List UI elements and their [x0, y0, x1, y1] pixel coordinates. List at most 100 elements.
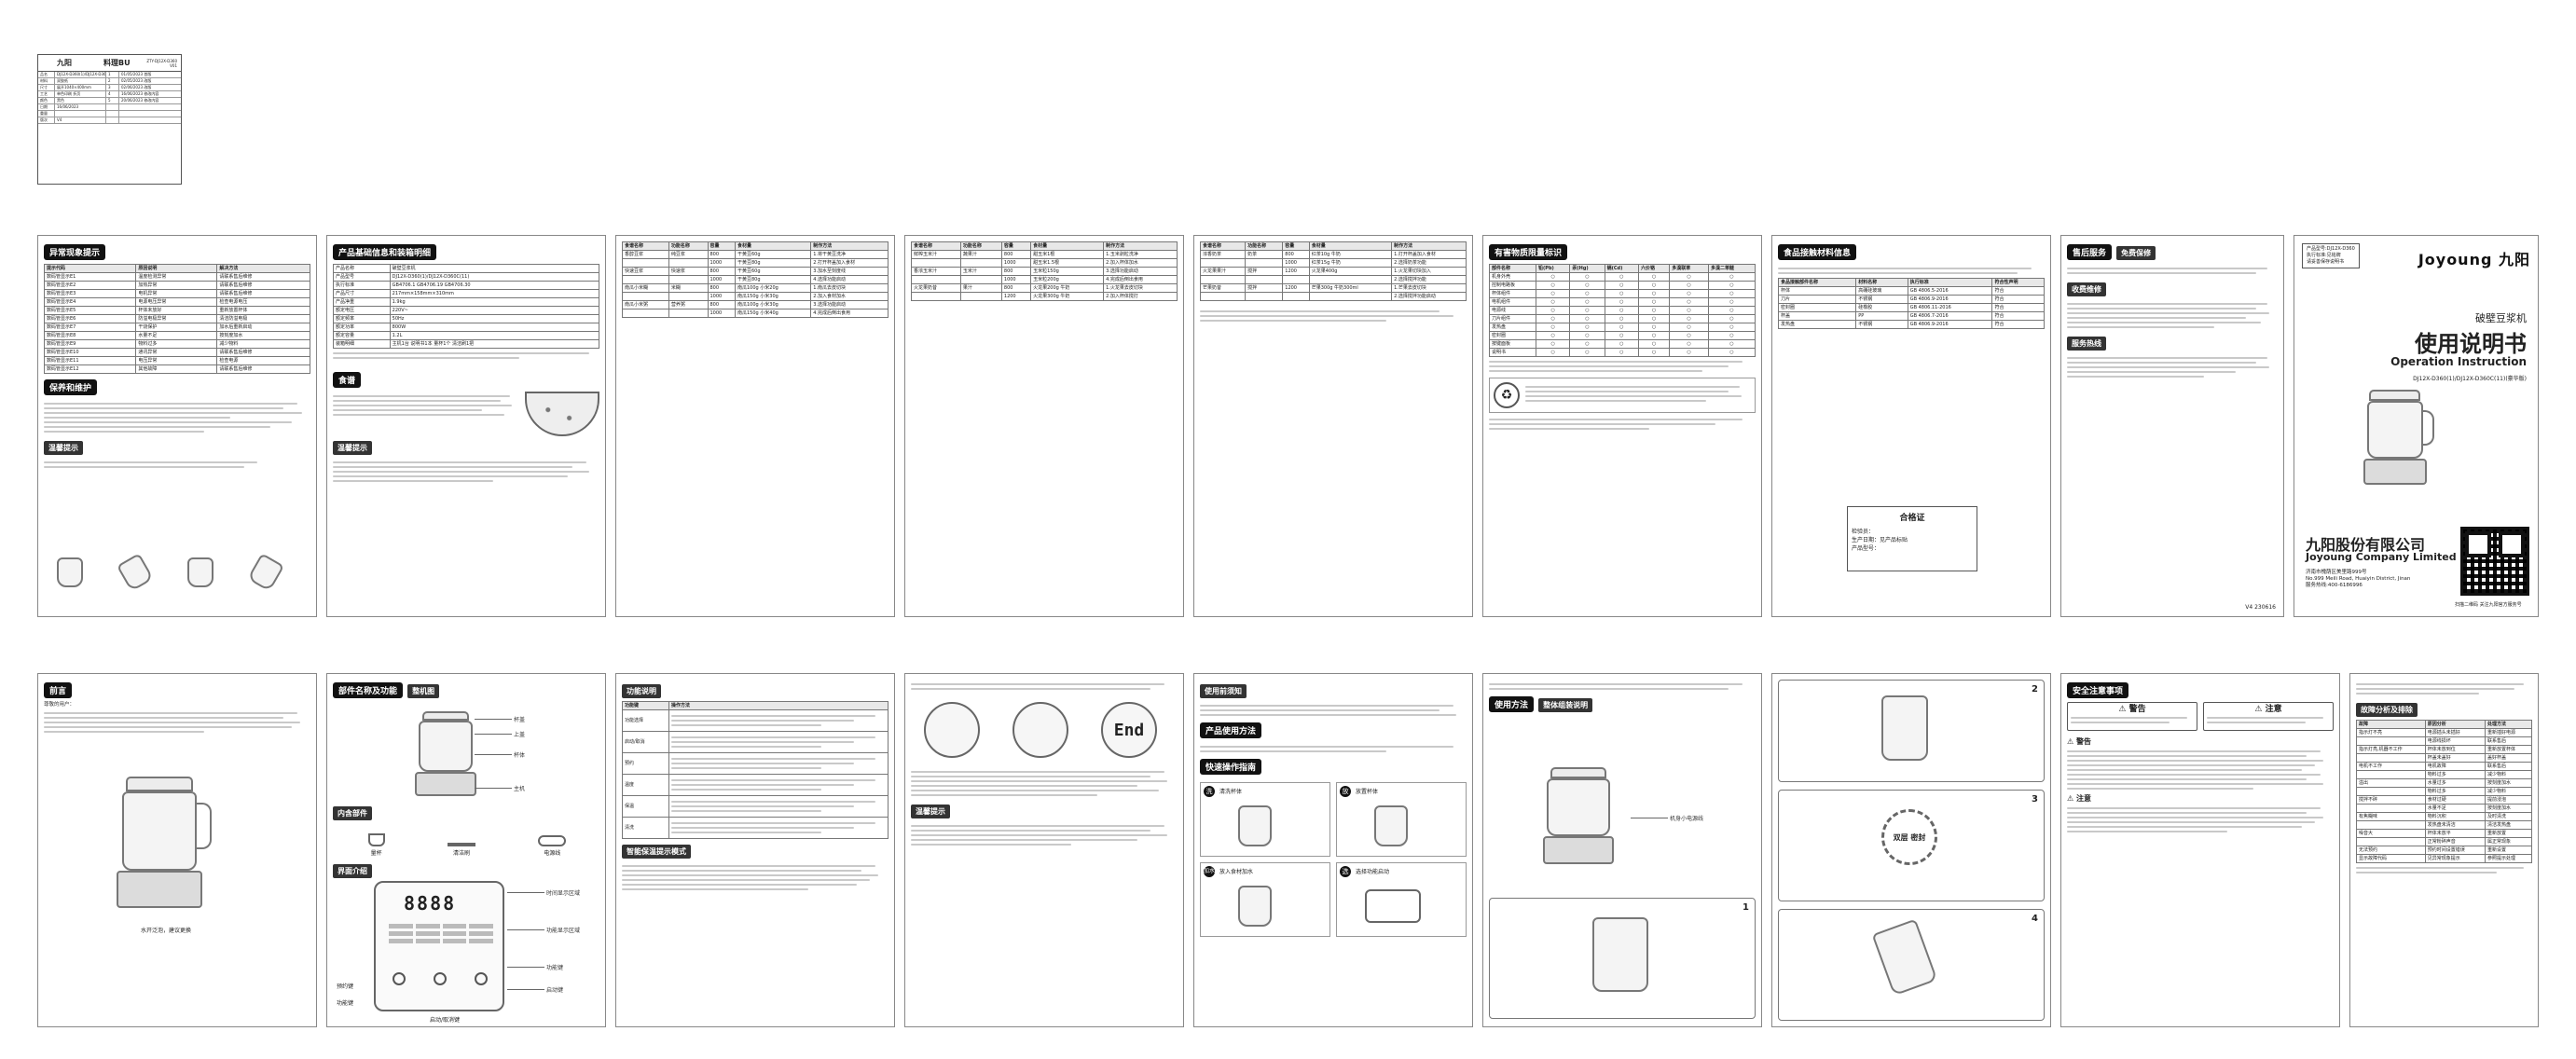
- schedule-button[interactable]: [393, 972, 406, 985]
- table-cell: [1199, 258, 1247, 268]
- table-cell: 果汁: [959, 283, 1002, 293]
- table-cell: 清洁防溢电极: [216, 314, 310, 323]
- table-cell: 电源电压异常: [135, 297, 218, 307]
- function-table-body: 功能选择启动/取消预约温度保温清洗: [622, 709, 889, 839]
- table-cell: 无法预约: [2356, 846, 2426, 855]
- table-cell: [1245, 258, 1284, 268]
- row-key: 材料: [38, 78, 55, 84]
- table-cell: 1.9kg: [389, 297, 600, 307]
- table-row: 产品名称破壁豆浆机: [333, 264, 600, 273]
- table-cell: GB 4806.7-2016: [1907, 311, 1993, 321]
- table-header: 镉(Cd): [1604, 264, 1639, 273]
- row-value: V4: [55, 117, 106, 123]
- table-cell: 物料过多: [2424, 770, 2486, 779]
- table-cell: 溢出: [2356, 778, 2426, 788]
- table-cell: 数码管显示E11: [43, 356, 137, 365]
- table-cell: 加水后重新启动: [216, 323, 310, 332]
- start-cancel-button[interactable]: [475, 972, 488, 985]
- step-box: 2: [1778, 680, 2045, 782]
- table-cell: 电机不工作: [2356, 762, 2426, 771]
- table-cell: 高硼硅玻璃: [1855, 286, 1908, 296]
- accessory-label: 量杯: [370, 850, 382, 857]
- table-cell: 破壁豆浆机: [389, 264, 600, 273]
- step-circle: [924, 702, 980, 758]
- row-rev: [106, 117, 119, 123]
- table-cell: 符合: [1991, 286, 2045, 296]
- text-lines: [1489, 683, 1756, 690]
- table-cell: ○: [1637, 289, 1671, 298]
- end-display-circle: End: [1101, 702, 1157, 758]
- table-row: 无法预约预约时间设置错误重新设置: [2356, 846, 2533, 855]
- table-header: 制作方法: [1103, 241, 1178, 251]
- end-display: End: [1113, 720, 1145, 740]
- panel-troubleshooting: 故障分析及排除 故障 原因分析 处理方法 指示灯不亮电源插头未插好重新插好电源电…: [2349, 673, 2539, 1027]
- text-lines: [2071, 717, 2194, 723]
- table-cell: 南瓜150g 小米30g: [734, 292, 812, 301]
- table-cell: 红茶15g 牛奶: [1308, 258, 1393, 268]
- table-cell: 水量过多: [2424, 778, 2486, 788]
- table-cell: 搅拌: [1245, 283, 1284, 293]
- warning-head: ⚠ 警告: [2071, 706, 2194, 714]
- step-badge: 加水: [1204, 866, 1215, 877]
- accessories-row: 量杯 清洁刷 电源线: [337, 825, 598, 857]
- jar-handle: [2421, 410, 2434, 446]
- before-use-text: 温馨提示: [911, 767, 1178, 849]
- table-cell: ○: [1707, 339, 1756, 349]
- jar-illustration: [1871, 918, 1938, 997]
- table-cell: 杯体: [1777, 286, 1857, 296]
- step-label: 放入食材加水: [1219, 869, 1254, 875]
- section-subtitle: 收费维修: [2067, 282, 2106, 296]
- table-cell: 营养粥: [668, 300, 709, 309]
- jar-illustration: [1238, 805, 1272, 846]
- table-cell: 1200: [1282, 267, 1310, 276]
- table-cell: 检查电源电压: [216, 297, 310, 307]
- table-cell: 1.2L: [389, 331, 600, 340]
- table-cell: 数码管显示E9: [43, 339, 137, 349]
- table-cell: [668, 709, 889, 732]
- table-row: 电源线损坏联系售后: [2356, 736, 2533, 746]
- table-cell: ○: [1535, 323, 1571, 332]
- table-cell: 杯体未放平: [2424, 829, 2486, 838]
- table-row: 按键面板○○○○○○: [1489, 339, 1756, 349]
- company-name-cn: 九阳股份有限公司: [2306, 536, 2426, 554]
- table-cell: 杯盖: [1777, 311, 1857, 321]
- function-button[interactable]: [434, 972, 447, 985]
- table-cell: 数码管显示E4: [43, 297, 137, 307]
- part-label: 杯体: [474, 752, 526, 759]
- table-cell: 额定频率: [333, 314, 391, 323]
- row-rev: 2: [106, 78, 119, 84]
- table-row: 密封圈○○○○○○: [1489, 331, 1756, 340]
- table-cell: [1308, 275, 1393, 284]
- table-cell: 220V~: [389, 306, 600, 315]
- table-cell: 见异常现象提示: [2424, 854, 2486, 863]
- recipe-intro: [333, 392, 599, 436]
- table-cell: 物料过多: [2424, 787, 2486, 796]
- jar-illustration: [1881, 695, 1928, 761]
- table-cell: 快速浆: [668, 267, 709, 276]
- section-title: 快速操作指南: [1200, 759, 1262, 775]
- table-cell: 按键面板: [1489, 339, 1536, 349]
- table-cell: 温度: [622, 774, 669, 796]
- table-cell: 1200: [1282, 283, 1310, 293]
- table-header-row: 故障 原因分析 处理方法: [2356, 720, 2533, 729]
- text-lines: [911, 683, 1178, 690]
- table-cell: 1000: [1282, 258, 1310, 268]
- text-lines: [2207, 717, 2330, 723]
- row-rev: 4: [106, 91, 119, 97]
- table-cell: ○: [1707, 297, 1756, 307]
- table-cell: ○: [1569, 306, 1605, 315]
- table-header: 食材量: [1030, 241, 1105, 251]
- step-label: 清洗杯体: [1219, 789, 1243, 795]
